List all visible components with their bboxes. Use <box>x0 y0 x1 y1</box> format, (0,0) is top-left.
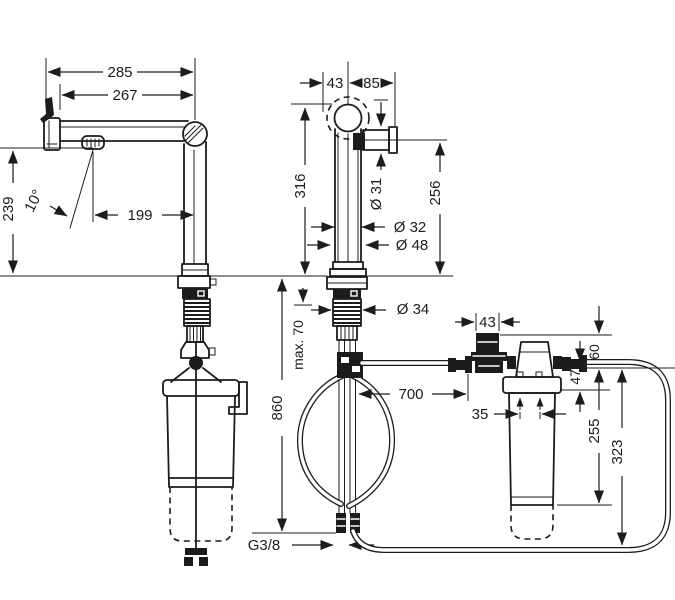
filter-assembly: 43 60 47 35 255 323 <box>350 306 675 553</box>
dim-handle-offset-label: 85 <box>363 75 380 92</box>
dim-port-spacing-label: 35 <box>472 406 489 423</box>
dim-side-hose-length-label: 700 <box>398 386 423 403</box>
dim-hose-length-label: 860 <box>269 395 286 420</box>
filter-bottle-side <box>162 379 248 542</box>
side-view-faucet-outline <box>40 97 209 277</box>
pressure-reducer-valve <box>471 333 507 373</box>
dim-body-height-label: 316 <box>292 173 309 198</box>
dim-spout-width-label: 267 <box>112 87 137 104</box>
side-view-dimensions: 285 267 239 10° 199 <box>0 58 196 274</box>
dim-max-counter-label: max. 70 <box>290 320 306 370</box>
hose-fittings <box>448 356 472 373</box>
filter-hoses <box>350 359 671 553</box>
dim-shank-diameter-label: Ø 34 <box>397 301 430 318</box>
front-view-undercounter <box>296 276 396 533</box>
dim-base-diameter-label: Ø 48 <box>396 237 429 254</box>
dim-handle-diameter-label: Ø 31 <box>368 178 385 211</box>
dim-total-height-label: 323 <box>609 439 626 464</box>
front-view: 43 85 316 Ø 31 256 Ø 32 Ø 48 <box>248 61 469 554</box>
dim-pivot-offset-label: 43 <box>327 75 344 92</box>
dim-overall-width-label: 285 <box>107 64 132 81</box>
filter-dimensions: 43 60 47 35 255 323 <box>455 306 675 546</box>
dim-aerator-reach-label: 199 <box>127 207 152 224</box>
dim-head-offset-label: 47 <box>567 369 583 385</box>
side-view: 285 267 239 10° 199 <box>0 58 248 566</box>
supply-hose-loops <box>296 373 396 509</box>
flow-direction-arrows <box>516 397 544 419</box>
dim-body-diameter-label: Ø 32 <box>394 219 427 236</box>
dim-cartridge-height-label: 255 <box>586 418 603 443</box>
dim-valve-offset-label: 60 <box>586 344 602 360</box>
dim-connection-thread-label: G3/8 <box>248 537 281 554</box>
mounting-hook <box>228 381 248 415</box>
spray-lever <box>40 97 54 123</box>
tee-connector <box>337 352 363 378</box>
swivel-range-dashed <box>326 96 370 140</box>
dim-spout-height-label: 239 <box>0 196 17 221</box>
dim-spray-angle-label: 10° <box>21 187 46 215</box>
dim-valve-width-label: 43 <box>479 314 496 331</box>
front-view-dimensions: 43 85 316 Ø 31 256 Ø 32 Ø 48 <box>248 64 469 554</box>
aerator <box>81 135 105 150</box>
side-view-undercounter <box>162 275 248 566</box>
filter-cartridge <box>508 392 556 540</box>
g38-connectors <box>336 513 360 533</box>
front-view-faucet-outline <box>326 61 398 277</box>
dim-outlet-height-label: 256 <box>427 180 444 205</box>
bottom-fitting <box>184 548 208 566</box>
